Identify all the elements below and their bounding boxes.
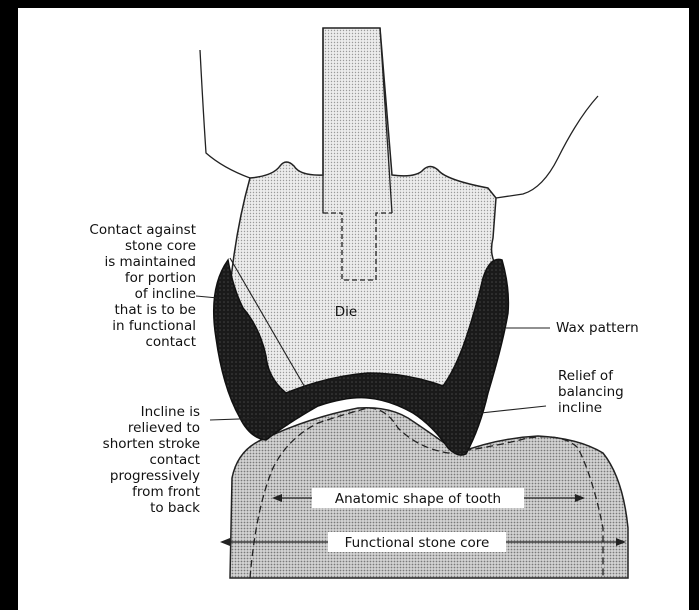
label-relief-3: incline — [558, 400, 602, 416]
label-incline-1: Incline is — [141, 404, 200, 420]
right-outline-line — [496, 96, 598, 198]
label-incline-5: progressively — [110, 468, 200, 484]
left-outline-line — [200, 50, 250, 178]
diagram-frame: Die Wax pattern Relief of balancing incl… — [18, 8, 689, 610]
label-anatomic-shape: Anatomic shape of tooth — [335, 491, 501, 507]
label-relief-2: balancing — [558, 384, 624, 400]
label-incline-2: relieved to — [128, 420, 200, 436]
label-contact-6: that is to be — [114, 302, 196, 318]
label-contact-2: stone core — [125, 238, 196, 254]
label-incline-6: from front — [132, 484, 200, 500]
label-contact-3: is maintained — [104, 254, 196, 270]
label-contact-1: Contact against — [89, 222, 196, 238]
label-incline-3: shorten stroke — [103, 436, 200, 452]
label-die: Die — [335, 304, 357, 320]
die-body — [230, 28, 500, 396]
label-contact-8: contact — [145, 334, 196, 350]
label-contact-4: for portion — [125, 270, 196, 286]
label-functional-stone-core: Functional stone core — [345, 535, 490, 551]
label-contact-5: of incline — [135, 286, 196, 302]
label-relief-1: Relief of — [558, 368, 614, 384]
label-incline-4: contact — [149, 452, 200, 468]
label-wax-pattern: Wax pattern — [556, 320, 639, 336]
dental-diagram: Die Wax pattern Relief of balancing incl… — [18, 8, 689, 610]
arrow-functional-left-head — [220, 538, 230, 546]
label-incline-7: to back — [150, 500, 200, 516]
label-contact-7: in functional — [112, 318, 196, 334]
